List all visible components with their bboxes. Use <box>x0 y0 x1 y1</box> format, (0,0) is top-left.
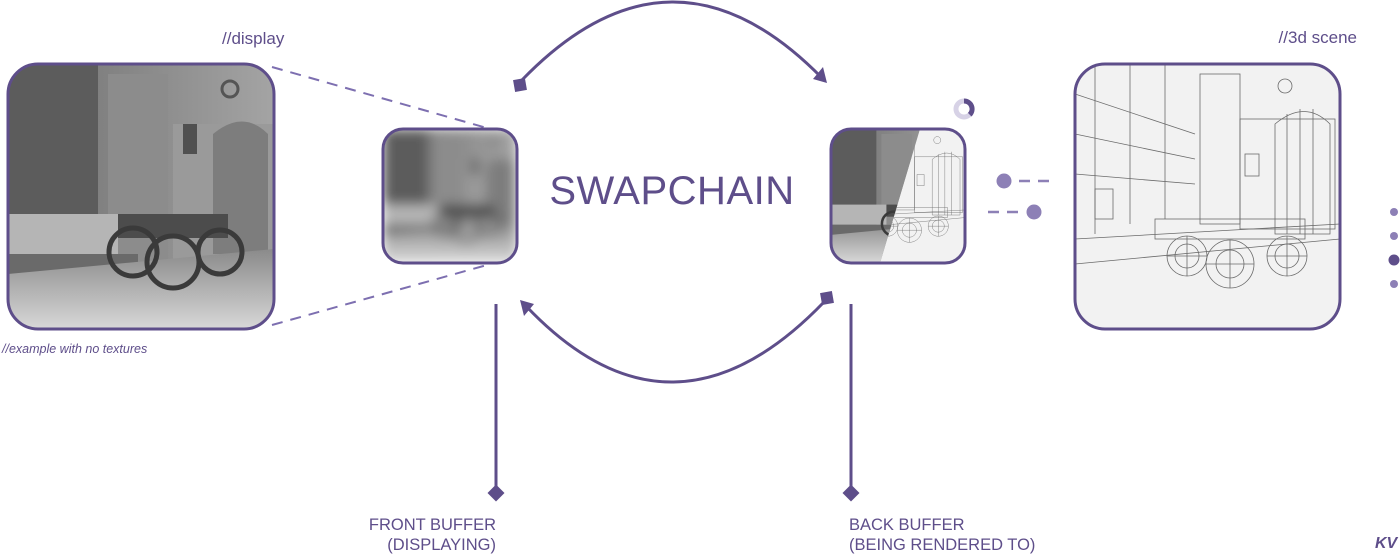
swap-arrow-top <box>513 0 827 92</box>
display-thumbnail <box>6 62 276 331</box>
front-buffer-label: FRONT BUFFER <box>369 516 496 534</box>
zoom-connector-bottom <box>271 264 488 326</box>
scene-label: //3d scene <box>1279 28 1357 47</box>
back-buffer-label: BACK BUFFER <box>849 516 965 534</box>
front-buffer-sublabel: (DISPLAYING) <box>387 536 496 554</box>
swap-arrow-bottom <box>520 291 834 384</box>
example-note: //example with no textures <box>1 342 147 356</box>
scene-thumbnail <box>1073 62 1342 331</box>
loading-ring-icon <box>953 98 975 120</box>
front-buffer-thumbnail <box>381 127 519 265</box>
logo-mark: KV <box>1375 535 1399 552</box>
pagination-dot[interactable] <box>1388 254 1400 266</box>
back-buffer-pointer <box>842 304 860 502</box>
pagination-dots <box>1388 208 1400 288</box>
render-connector <box>988 173 1051 220</box>
pagination-dot[interactable] <box>1390 208 1398 216</box>
swapchain-title: SWAPCHAIN <box>549 169 794 213</box>
pagination-dot[interactable] <box>1390 232 1398 240</box>
front-buffer-pointer <box>487 304 505 502</box>
back-buffer-thumbnail <box>829 127 967 265</box>
pagination-dot[interactable] <box>1390 280 1398 288</box>
zoom-connector-top <box>271 66 488 129</box>
back-buffer-sublabel: (BEING RENDERED TO) <box>849 536 1035 554</box>
display-label: //display <box>222 29 285 48</box>
